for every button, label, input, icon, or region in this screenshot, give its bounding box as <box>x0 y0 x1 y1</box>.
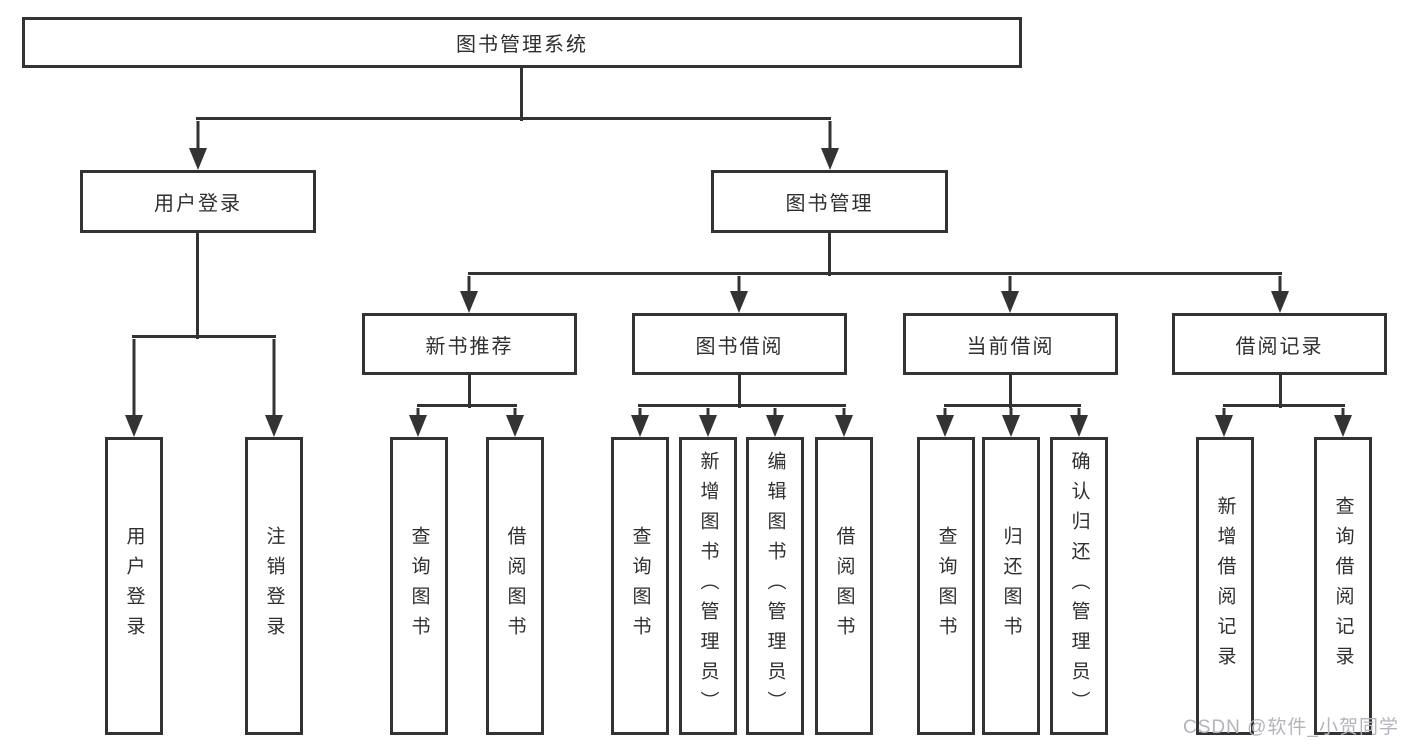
connector-horizontal-line <box>944 404 1081 407</box>
leaf-edit-books-admin: 编辑图书（管理员） <box>746 437 804 735</box>
leaf-borrow-books-2: 借阅图书 <box>815 437 873 735</box>
arrow-down-icon <box>124 339 144 437</box>
arrow-head <box>936 415 954 437</box>
arrow-stem <box>773 408 777 416</box>
node-user-login-branch: 用户登录 <box>80 170 316 233</box>
arrow-head <box>189 148 207 170</box>
arrow-head <box>631 415 649 437</box>
arrow-down-icon <box>935 408 955 437</box>
connector-vertical-line <box>1009 375 1012 408</box>
arrow-stem <box>1222 408 1226 416</box>
csdn-watermark: CSDN @软件_小贺同学 <box>1183 717 1399 738</box>
connector-horizontal-line <box>1223 404 1345 407</box>
arrow-head <box>460 291 478 313</box>
leaf-confirm-return-admin: 确认归还（管理员） <box>1050 437 1108 735</box>
connector-vertical-line <box>468 375 471 408</box>
arrow-down-icon <box>834 408 854 437</box>
arrow-down-icon <box>1001 408 1021 437</box>
arrow-down-icon <box>264 339 284 437</box>
arrow-down-icon <box>1069 408 1089 437</box>
node-new-book-recommend: 新书推荐 <box>362 313 577 375</box>
connector-vertical-line <box>196 233 199 339</box>
arrow-head <box>409 415 427 437</box>
arrow-head <box>835 415 853 437</box>
arrow-stem <box>1009 408 1013 416</box>
connector-horizontal-line <box>132 335 276 338</box>
arrow-down-icon <box>1000 276 1020 313</box>
connector-horizontal-line <box>638 404 846 407</box>
arrow-stem <box>638 408 642 416</box>
arrow-head <box>1334 415 1352 437</box>
arrow-stem <box>196 121 200 149</box>
connector-horizontal-line <box>196 117 831 120</box>
node-book-management-branch: 图书管理 <box>711 170 948 233</box>
arrow-down-icon <box>1333 408 1353 437</box>
arrow-down-icon <box>1270 276 1290 313</box>
arrow-down-icon <box>698 408 718 437</box>
arrow-stem <box>513 408 517 416</box>
arrow-down-icon <box>765 408 785 437</box>
arrow-head <box>821 148 839 170</box>
arrow-stem <box>1278 276 1282 292</box>
arrow-down-icon <box>505 408 525 437</box>
arrow-down-icon <box>459 276 479 313</box>
leaf-user-login: 用户登录 <box>105 437 163 735</box>
arrow-stem <box>1008 276 1012 292</box>
arrow-head <box>699 415 717 437</box>
node-book-borrowing: 图书借阅 <box>632 313 847 375</box>
arrow-stem <box>842 408 846 416</box>
arrow-head <box>1070 415 1088 437</box>
arrow-stem <box>272 339 276 416</box>
arrow-down-icon <box>820 121 840 170</box>
arrow-stem <box>467 276 471 292</box>
arrow-head <box>506 415 524 437</box>
arrow-head <box>766 415 784 437</box>
connector-vertical-line <box>738 375 741 408</box>
connector-horizontal-line <box>468 272 1282 275</box>
connector-vertical-line <box>828 233 831 276</box>
leaf-query-books-2: 查询图书 <box>611 437 669 735</box>
arrow-stem <box>737 276 741 292</box>
arrow-stem <box>706 408 710 416</box>
node-root-library-system: 图书管理系统 <box>22 17 1022 68</box>
connector-vertical-line <box>520 68 523 121</box>
arrow-down-icon <box>188 121 208 170</box>
leaf-logout: 注销登录 <box>245 437 303 735</box>
leaf-query-books-1: 查询图书 <box>390 437 448 735</box>
arrow-down-icon <box>729 276 749 313</box>
arrow-head <box>1002 415 1020 437</box>
connector-horizontal-line <box>417 404 517 407</box>
arrow-stem <box>943 408 947 416</box>
arrow-stem <box>416 408 420 416</box>
node-current-borrowing: 当前借阅 <box>903 313 1118 375</box>
connector-vertical-line <box>1279 375 1282 408</box>
arrow-head <box>730 291 748 313</box>
leaf-query-borrow-record: 查询借阅记录 <box>1314 437 1372 735</box>
arrow-head <box>1215 415 1233 437</box>
leaf-borrow-books-1: 借阅图书 <box>486 437 544 735</box>
leaf-query-books-3: 查询图书 <box>917 437 975 735</box>
arrow-head <box>1271 291 1289 313</box>
leaf-add-books-admin: 新增图书（管理员） <box>679 437 737 735</box>
arrow-down-icon <box>408 408 428 437</box>
arrow-down-icon <box>630 408 650 437</box>
arrow-down-icon <box>1214 408 1234 437</box>
arrow-head <box>265 415 283 437</box>
arrow-head <box>125 415 143 437</box>
arrow-stem <box>1077 408 1081 416</box>
arrow-stem <box>1341 408 1345 416</box>
arrow-stem <box>828 121 832 149</box>
leaf-return-books: 归还图书 <box>982 437 1040 735</box>
node-borrowing-records: 借阅记录 <box>1172 313 1387 375</box>
leaf-add-borrow-record: 新增借阅记录 <box>1196 437 1254 735</box>
arrow-stem <box>132 339 136 416</box>
arrow-head <box>1001 291 1019 313</box>
